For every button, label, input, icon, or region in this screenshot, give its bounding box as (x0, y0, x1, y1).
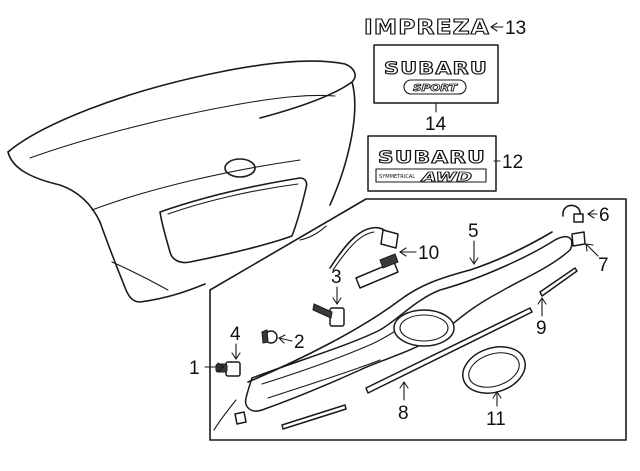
callout-2: 2 (294, 332, 305, 353)
subaru-awd-badge: SUBARU SYMMETRICAL AWD (367, 135, 497, 192)
oval-emblem (462, 346, 526, 394)
lower-molding-strip-end (281, 404, 347, 430)
callout-14: 14 (425, 114, 447, 135)
subaru-awd-subaru-text: SUBARU (378, 148, 486, 168)
hose-end (562, 204, 584, 223)
callout-9: 9 (536, 318, 547, 339)
callout-13: 13 (505, 18, 526, 39)
callout-1: 1 (189, 358, 200, 379)
lower-molding-strip (365, 307, 533, 394)
callout-6: 6 (599, 205, 610, 226)
callout-numbers: 1 2 3 4 5 6 7 8 9 10 11 12 13 14 (189, 18, 610, 430)
seal (571, 231, 586, 247)
callout-3: 3 (331, 267, 342, 288)
callout-10: 10 (418, 243, 439, 264)
impreza-emblem: IMPREZA (363, 14, 490, 39)
callout-5: 5 (468, 221, 479, 242)
subaru-sport-badge: SUBARU SPORT (373, 44, 499, 104)
callout-7: 7 (598, 255, 609, 276)
garnish-panel (244, 231, 573, 412)
clip (261, 329, 278, 344)
trunk-lid (7, 60, 356, 303)
leader-lines (204, 22, 599, 407)
subaru-sport-subaru-text: SUBARU (384, 59, 488, 79)
awd-text: AWD (420, 170, 472, 184)
callout-4: 4 (230, 324, 241, 345)
sport-text: SPORT (413, 83, 458, 94)
callout-11: 11 (486, 409, 506, 430)
license-lamp (329, 226, 399, 289)
upper-molding-strip (539, 267, 578, 297)
stopper (213, 361, 247, 431)
exploded-view-border (209, 198, 627, 441)
callout-8: 8 (398, 403, 409, 424)
bolt (312, 303, 345, 327)
callout-12: 12 (502, 152, 523, 173)
symmetrical-text: SYMMETRICAL (379, 174, 415, 180)
impreza-text: IMPREZA (364, 15, 490, 39)
